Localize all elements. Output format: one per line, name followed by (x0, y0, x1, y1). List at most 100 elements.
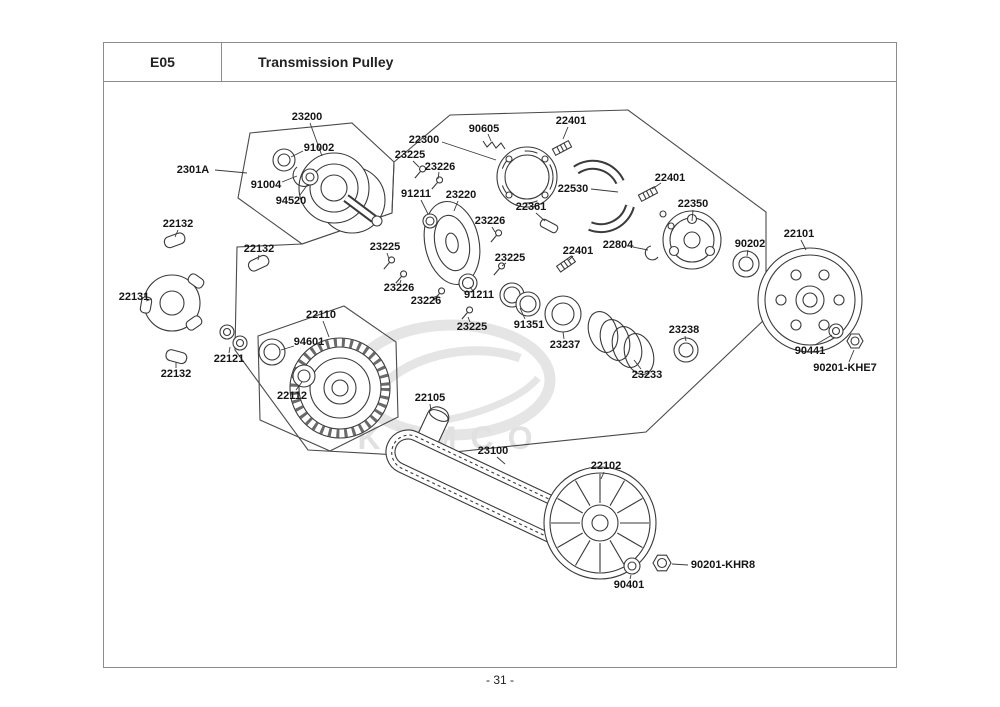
leader-line (814, 334, 833, 346)
bolt-drawings (383, 165, 506, 320)
leader-line (501, 262, 507, 267)
leader-line (467, 316, 471, 323)
part-label: 22804 (603, 239, 634, 251)
part-label: 22361 (516, 201, 547, 213)
leader-line (228, 346, 231, 354)
part-label: 23225 (370, 241, 401, 253)
washer-nut-khe7-drawing (828, 323, 864, 349)
leader-line (257, 254, 260, 261)
part-label: 23226 (475, 215, 506, 227)
leader-line (281, 175, 298, 183)
part-label: 23220 (446, 189, 477, 201)
leader-line (632, 246, 649, 251)
page-border (103, 42, 897, 668)
spring-seat-drawing (673, 337, 699, 363)
spring-90605-drawing (482, 140, 506, 150)
part-label: 23237 (550, 339, 581, 351)
leader-line (399, 279, 402, 284)
clutch-driver-plate-drawing (659, 210, 722, 270)
part-label: 91002 (304, 142, 335, 154)
clutch-shoe-drawing (539, 159, 635, 234)
part-label: 90401 (614, 579, 645, 591)
part-label: 23100 (478, 445, 509, 457)
ramp-plate-drawing (139, 273, 205, 332)
leader-line (590, 188, 619, 193)
part-label: 22401 (556, 115, 587, 127)
clutch-backplate-drawing (496, 146, 558, 208)
washer-nut-khr8-drawing (623, 554, 672, 575)
part-label: 91211 (401, 188, 431, 200)
circlip-drawing (644, 245, 659, 261)
part-label: 90441 (795, 345, 826, 357)
leader-line (431, 295, 438, 299)
driven-face-drawing (258, 337, 391, 439)
part-label: 22131 (119, 291, 150, 303)
part-label: 22132 (163, 218, 194, 230)
leader-line (629, 574, 632, 580)
leader-line (420, 199, 429, 215)
leader-line (295, 381, 303, 391)
part-label: 23226 (425, 161, 456, 173)
leader-line (491, 226, 496, 233)
header-divider (103, 81, 897, 82)
leader-line (562, 126, 569, 140)
part-label: 22530 (558, 183, 589, 195)
part-label: 23226 (411, 295, 442, 307)
driven-face-outline (257, 305, 399, 452)
leader-line (562, 331, 565, 340)
leader-line (800, 239, 807, 251)
secondary-pulley-assembly-drawing (272, 148, 386, 234)
leader-line (453, 200, 459, 212)
bearing-drawing (732, 250, 760, 278)
leader-line (469, 286, 475, 293)
part-label: 22101 (784, 228, 815, 240)
part-label: 22132 (244, 243, 275, 255)
part-label: 22401 (655, 172, 686, 184)
part-label: 23233 (632, 369, 663, 381)
leader-line (280, 345, 295, 351)
leader-line (299, 183, 309, 196)
leader-line (519, 307, 526, 320)
part-label: 23225 (457, 321, 488, 333)
leader-line (412, 160, 420, 168)
part-label: 90201-KHR8 (691, 559, 755, 571)
bushing-drawings (219, 324, 248, 351)
secondary-pulley-outline (237, 122, 395, 245)
leader-line (848, 349, 855, 363)
part-label: 23226 (384, 282, 415, 294)
part-label: 22401 (563, 245, 594, 257)
part-label: 22112 (277, 390, 307, 402)
leader-line (290, 150, 304, 158)
nut-khe7-drawing (846, 333, 864, 349)
drive-plate-drawing (423, 200, 481, 286)
part-label: 22300 (409, 134, 440, 146)
part-label: 91211 (464, 289, 494, 301)
leader-line (684, 335, 687, 342)
leader-line (671, 563, 689, 566)
leader-line (496, 456, 506, 465)
leader-line (429, 403, 432, 412)
part-label: 91351 (514, 319, 545, 331)
part-label: 91004 (251, 179, 282, 191)
leader-line (174, 229, 179, 238)
section-code-box: E05 (103, 42, 222, 82)
part-label: 90201-KHE7 (813, 362, 877, 374)
part-label: 23225 (395, 149, 426, 161)
nut-khr8-drawing (652, 554, 672, 572)
exploded-view-outlines (234, 109, 767, 457)
part-label: 22105 (415, 392, 446, 404)
part-label: 23238 (669, 324, 700, 336)
page-number: - 31 - (485, 673, 514, 687)
leader-line (651, 182, 662, 190)
part-label: 22102 (591, 460, 622, 472)
part-label: 90605 (469, 123, 500, 135)
leader-line (691, 209, 694, 222)
part-label: 22110 (306, 309, 336, 321)
drive-face-fan-drawing (543, 466, 657, 580)
leader-line (309, 122, 323, 157)
part-label: 90202 (735, 238, 766, 250)
ring-drawings (422, 213, 541, 317)
leader-line (441, 141, 497, 161)
